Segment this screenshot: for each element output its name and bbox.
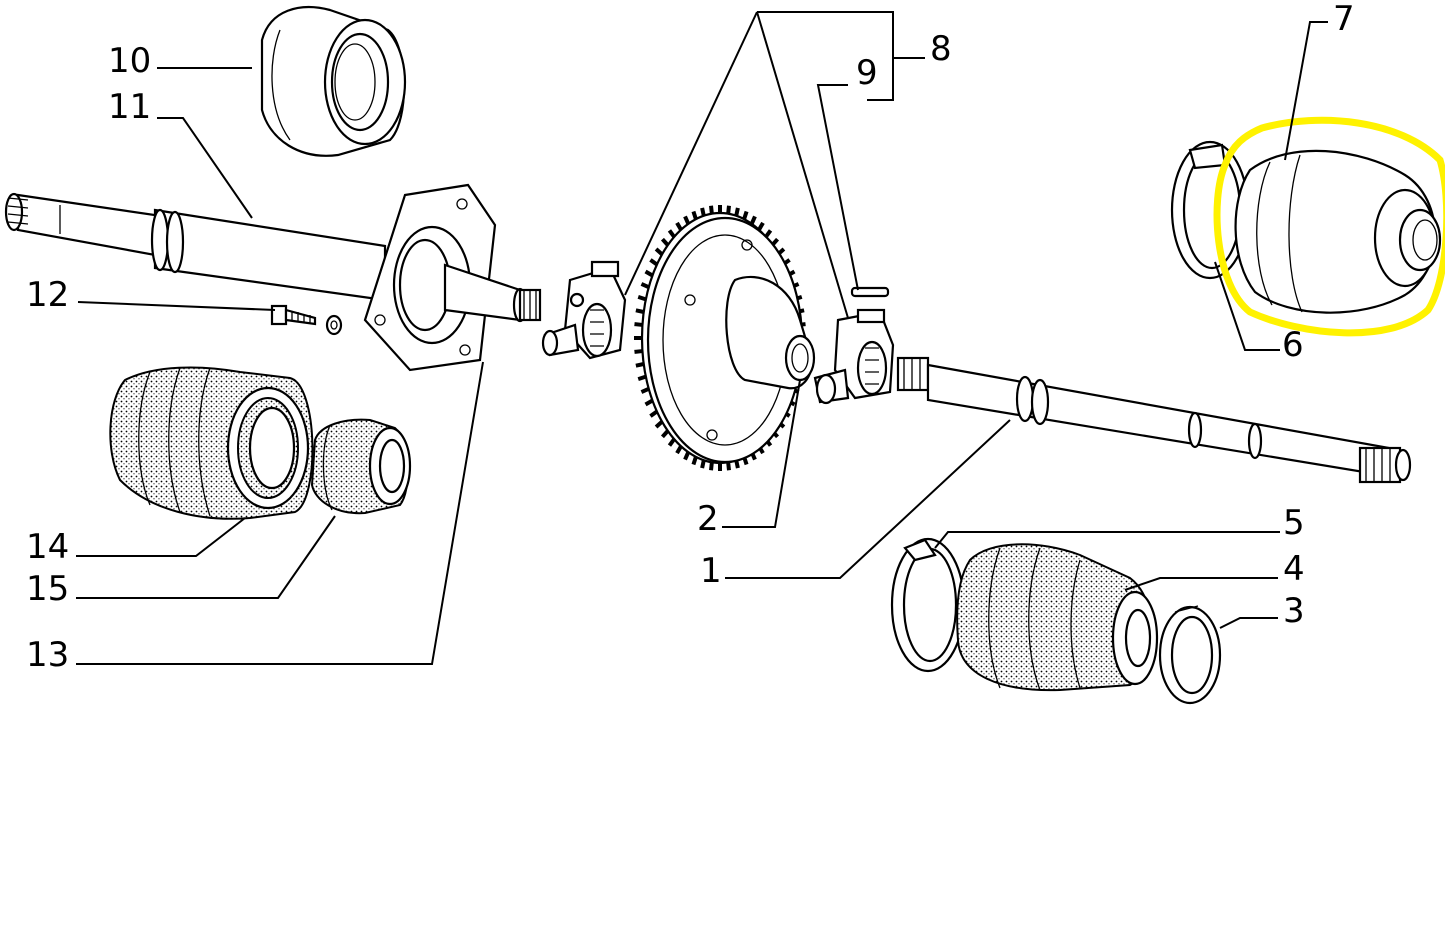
callout-1: 1 (700, 551, 722, 591)
gear-tooth (726, 462, 731, 471)
large-cv-boot (109, 366, 314, 520)
boot-clamp-large (890, 537, 966, 673)
highlight-circle (1213, 116, 1445, 337)
small-cv-boot (310, 418, 412, 515)
gear-tooth (749, 215, 757, 225)
callout-11: 11 (108, 87, 151, 127)
gear-tooth (667, 229, 676, 239)
right-axle-shaft (896, 356, 1412, 484)
left-axle-shaft (4, 192, 387, 302)
gear-tooth (635, 308, 645, 314)
callout-4: 4 (1283, 549, 1305, 589)
gear-tooth (734, 207, 740, 217)
gear-tooth (675, 221, 683, 231)
callout-6: 6 (1282, 325, 1304, 365)
gear-tooth (634, 349, 643, 354)
left-side-gear (541, 260, 627, 360)
callout-14: 14 (26, 527, 69, 567)
gear-tooth (635, 362, 645, 368)
right-cv-boot (956, 543, 1159, 692)
callout-15: 15 (26, 569, 69, 609)
gear-tooth (644, 398, 654, 407)
bolt-and-washer (270, 304, 343, 336)
gear-tooth (644, 269, 654, 278)
callout-5: 5 (1283, 503, 1305, 543)
callout-12: 12 (26, 275, 69, 315)
gear-tooth (691, 456, 698, 466)
gear-tooth (654, 247, 664, 256)
gear-tooth (757, 221, 765, 231)
gear-tooth (634, 322, 643, 327)
gear-tooth (691, 210, 698, 220)
gear-tooth (675, 445, 683, 455)
callout-8: 8 (930, 29, 952, 69)
callout-3: 3 (1283, 591, 1305, 631)
callout-13: 13 (26, 635, 69, 675)
gear-tooth (660, 237, 670, 247)
gear-tooth (742, 210, 749, 220)
leader-lines (76, 11, 1328, 665)
gear-tooth (726, 205, 731, 214)
gear-tooth (709, 205, 714, 214)
callout-10: 10 (108, 41, 151, 81)
bearing-flange (363, 183, 542, 372)
gear-tooth (654, 420, 664, 429)
gear-tooth (649, 258, 659, 267)
right-side-gear (813, 286, 895, 405)
gear-tooth (683, 215, 691, 225)
callout-labels: 10 11 12 14 15 13 2 1 9 8 7 6 5 4 3 (26, 0, 1355, 675)
inner-cv-boot-7 (1234, 149, 1442, 314)
gear-tooth (640, 282, 650, 289)
callout-9: 9 (856, 53, 878, 93)
dust-cap-seal (260, 6, 407, 157)
boot-clamp-6 (1170, 140, 1250, 280)
boot-clamp-small (1158, 605, 1222, 705)
gear-tooth (700, 459, 706, 469)
gear-tooth (649, 409, 659, 418)
gear-tooth (637, 294, 647, 302)
gear-tooth (683, 451, 691, 461)
gear-tooth (709, 462, 714, 471)
gear-tooth (637, 374, 647, 382)
gear-tooth (660, 429, 670, 439)
gear-tooth (700, 207, 706, 217)
gear-tooth (640, 387, 650, 394)
gear-tooth (667, 437, 676, 447)
callout-7: 7 (1333, 0, 1355, 39)
spline-stub (518, 288, 542, 322)
callout-2: 2 (697, 499, 719, 539)
ring-gear (634, 205, 816, 471)
